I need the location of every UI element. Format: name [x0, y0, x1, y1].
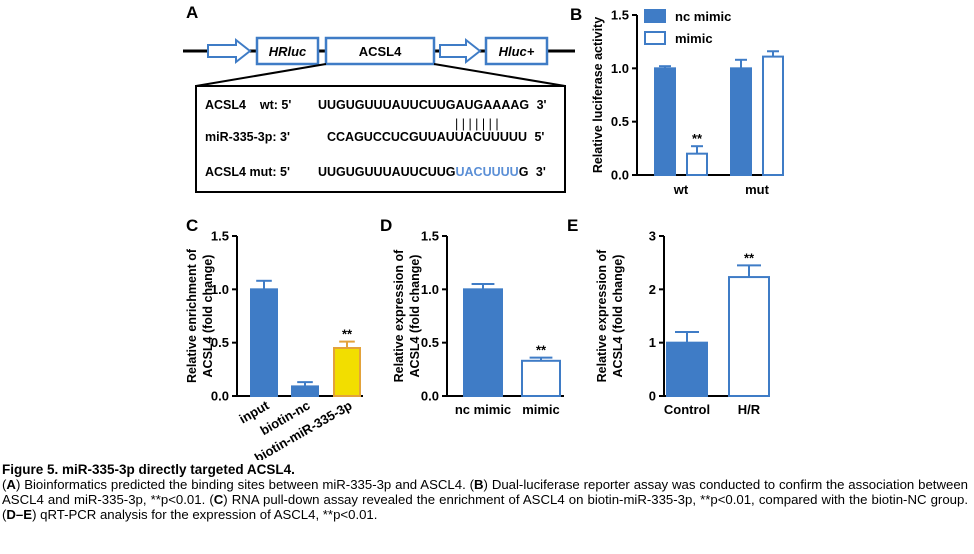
chart-b-legend-swatch: [644, 31, 666, 45]
chart-e-y-tick-label: 2: [649, 282, 656, 297]
seq-mut-plain: UUGUGUUUAUUCUUG: [318, 165, 456, 179]
sequence-box: [195, 85, 566, 193]
chart-c-y-label-line: Relative enrichment of: [185, 248, 199, 383]
chart-c-y-label-line: ACSL4 (fold change): [201, 255, 215, 378]
chart-b-bar: [654, 67, 676, 176]
chart-b-y-label: Relative luciferase activity: [591, 17, 605, 173]
caption-ref-c: C: [213, 492, 224, 507]
pairing-marks: | | | | | | |: [455, 117, 499, 131]
chart-d-bar: [521, 359, 561, 397]
panel-letter-c: C: [186, 216, 198, 235]
chart-d-y-tick-label: 0.5: [421, 335, 439, 350]
chart-d-y-tick-label: 1.5: [421, 229, 439, 244]
chart-c-bar: [250, 288, 278, 398]
chart-b-legend-label: mimic: [675, 31, 713, 46]
chart-b-bar: [686, 152, 708, 177]
chart-e-significance: **: [744, 250, 755, 265]
chart-b-legend-swatch: [644, 9, 666, 23]
chart-c-bar: [333, 347, 361, 397]
chart-b-y-tick-label: 1.0: [611, 61, 629, 76]
chart-e-y-tick-label: 3: [649, 229, 656, 244]
chart-c-bar: [291, 385, 319, 397]
caption-body: (A) Bioinformatics predicted the binding…: [2, 477, 968, 522]
chart-c-y-tick-label: 0.0: [211, 389, 229, 404]
chart-e-y-tick-label: 1: [649, 335, 656, 350]
chart-e-bar: [728, 276, 770, 398]
seq-mir-end: 5': [534, 130, 544, 144]
caption-text-c: ) RNA pull-down assay revealed the enric…: [2, 492, 968, 522]
caption-ref-b: B: [474, 477, 484, 492]
acsl4-label: ACSL4: [359, 44, 402, 59]
zoom-line-right: [433, 63, 566, 87]
caption-text-b: ) Dual-luciferase reporter assay was con…: [2, 477, 968, 507]
acsl4-box: [324, 36, 436, 66]
promoter-arrow-right: [439, 37, 482, 65]
zoom-line-left: [195, 63, 327, 87]
promoter-arrow-left: [207, 37, 252, 65]
caption-ref-de: D–E: [6, 507, 33, 522]
chart-e-x-tick-label: Control: [664, 402, 710, 417]
chart-b-y-tick-label: 0.0: [611, 168, 629, 183]
chart-c-significance: **: [342, 327, 353, 342]
panel-letter-e: E: [567, 216, 578, 235]
caption-text-de: ) qRT-PCR analysis for the expression of…: [32, 507, 378, 522]
seq-mir: CCAGUCCUCGUUAUUACUUUUU 5': [327, 130, 544, 144]
panel-letter-b: B: [570, 5, 582, 24]
chart-b-y-tick-label: 1.5: [611, 8, 629, 23]
seq-wt-end: 3': [537, 98, 547, 112]
chart-c-y-tick-label: 1.5: [211, 229, 229, 244]
chart-c-y-tick-label: 1.0: [211, 282, 229, 297]
construct-diagram: HRluc ACSL4 Hluc+ ACSL4 wt: 5' UUGUGUUUA…: [183, 36, 575, 193]
chart-d-y-label-line: Relative expression of: [392, 249, 406, 383]
seq-mut-mutated: UACUUUU: [456, 165, 519, 179]
chart-b-x-tick-label: mut: [745, 182, 770, 197]
caption-ref-a: A: [6, 477, 16, 492]
chart-d-y-tick-label: 0.0: [421, 389, 439, 404]
seq-wt-seq: UUGUGUUUAUUCUUGAUGAAAAG: [318, 98, 529, 112]
seq-mir-seq: CCAGUCCUCGUUAUUACUUUUU: [327, 130, 527, 144]
hrluc-label: HRluc: [269, 44, 307, 59]
chart-d-y-label-line: ACSL4 (fold change): [408, 255, 422, 378]
chart-d-x-tick-label: mimic: [522, 402, 560, 417]
seq-mir-label: miR-335-3p: 3': [205, 130, 290, 144]
chart-e-y-tick-label: 0: [649, 389, 656, 404]
hluc-label: Hluc+: [499, 44, 535, 59]
caption-text-a: ) Bioinformatics predicted the binding s…: [15, 477, 475, 492]
chart-b-legend-label: nc mimic: [675, 9, 731, 24]
figure-caption: Figure 5. miR-335-3p directly targeted A…: [2, 462, 968, 522]
chart-b-x-tick-label: wt: [673, 182, 689, 197]
chart-d-x-tick-label: nc mimic: [455, 402, 511, 417]
seq-mut: UUGUGUUUAUUCUUGUACUUUUG 3': [318, 165, 546, 179]
figure-canvas: A B C D E HRluc ACSL4 Hluc+ ACSL4 wt: 5'…: [183, 3, 784, 460]
chart-e-y-label-line: Relative expression of: [595, 249, 609, 383]
seq-mut-tail: G: [519, 165, 529, 179]
chart-b-bar: [762, 55, 784, 176]
hrluc-box: [255, 36, 320, 66]
chart-d-significance: **: [536, 343, 547, 358]
chart-d-y-tick-label: 1.0: [421, 282, 439, 297]
caption-title: Figure 5. miR-335-3p directly targeted A…: [2, 462, 295, 477]
chart-c-y-tick-label: 0.5: [211, 335, 229, 350]
panel-letter-d: D: [380, 216, 392, 235]
hluc-box: [484, 36, 549, 66]
chart-b-significance: **: [692, 131, 703, 146]
chart-e-bar: [666, 341, 708, 397]
chart-b-bar: [730, 67, 752, 176]
chart-b-y-tick-label: 0.5: [611, 114, 629, 129]
chart-e-y-label-line: ACSL4 (fold change): [611, 255, 625, 378]
seq-mut-end: 3': [536, 165, 546, 179]
chart-e-x-tick-label: H/R: [738, 402, 761, 417]
seq-wt-label: ACSL4 wt: 5': [205, 98, 291, 112]
seq-mut-label: ACSL4 mut: 5': [205, 165, 290, 179]
seq-wt: UUGUGUUUAUUCUUGAUGAAAAG 3': [318, 98, 547, 112]
panel-letter-a: A: [186, 3, 198, 22]
chart-d-bar: [463, 288, 503, 398]
